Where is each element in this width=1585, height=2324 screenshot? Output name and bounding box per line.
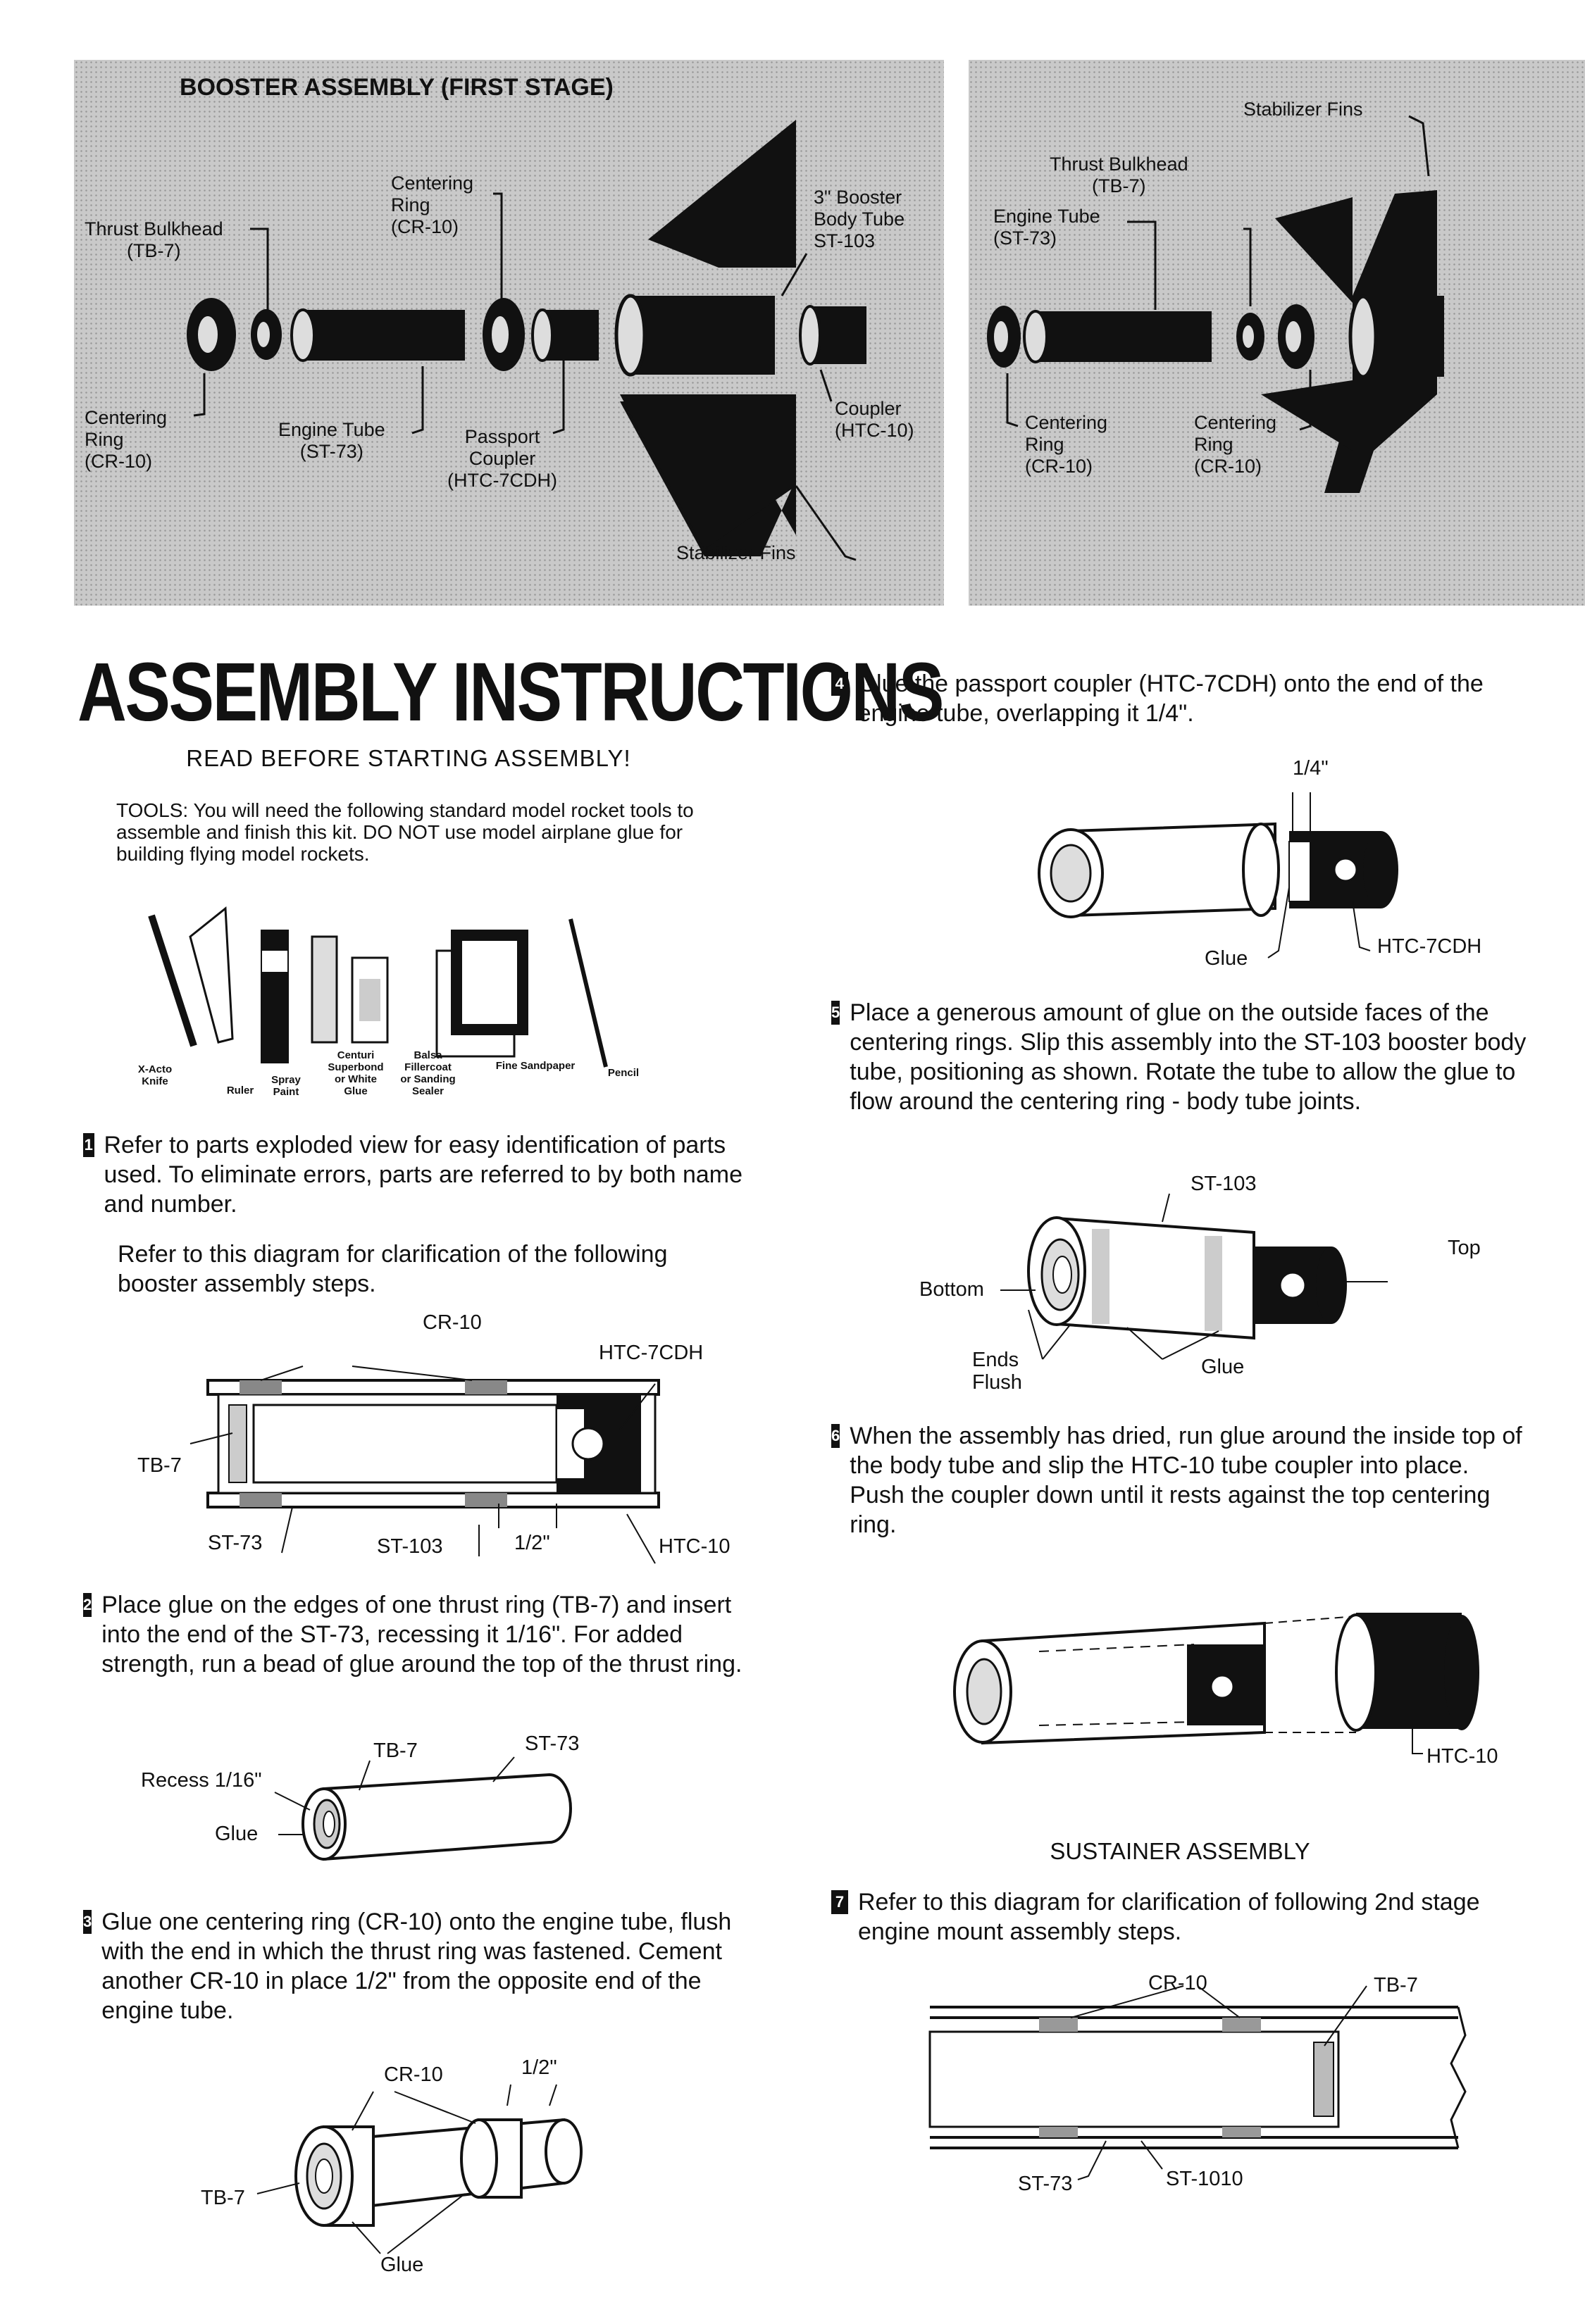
read-before-notice: READ BEFORE STARTING ASSEMBLY! [186,745,631,771]
d5-ends-flush: Ends Flush [972,1349,1022,1394]
label-coupler: Coupler (HTC-10) [835,398,914,441]
d5-st103: ST-103 [1191,1173,1257,1195]
body-tube-insert-diagram [1000,1193,1388,1360]
d2-tb7: TB-7 [373,1739,418,1762]
step-1-number: 1 [83,1133,94,1157]
label-booster-body-tube: 3" Booster Body Tube ST-103 [814,187,905,251]
d4-htc7cdh: HTC-7CDH [1377,935,1482,958]
d3-tb7: TB-7 [201,2187,245,2209]
step-3-number: 3 [83,1910,92,1934]
d1-st73: ST-73 [208,1532,263,1554]
label-centering-ring-bottom: Centering Ring (CR-10) [85,407,168,472]
step-3: 3 Glue one centering ring (CR-10) onto t… [83,1907,745,2025]
label-engine-tube: Engine Tube (ST-73) [278,419,385,462]
d3-cr10: CR-10 [384,2063,443,2086]
booster-exploded-parts [187,115,1444,561]
step-3-text: Glue one centering ring (CR-10) onto the… [101,1908,732,2024]
step-6: 6 When the assembly has dried, run glue … [831,1421,1529,1539]
label-passport-coupler: Passport Coupler (HTC-7CDH) [447,426,557,491]
d4-glue: Glue [1205,947,1248,970]
d5-glue: Glue [1201,1356,1245,1378]
step-7: 7 Refer to this diagram for clarificatio… [831,1887,1529,1947]
sustainer-label-centering-ring-right: Centering Ring (CR-10) [1194,412,1277,477]
booster-panel-title: BOOSTER ASSEMBLY (FIRST STAGE) [180,74,614,101]
d1-htc7cdh: HTC-7CDH [599,1342,704,1364]
step-1: 1 Refer to parts exploded view for easy … [83,1130,745,1219]
d7-tb7: TB-7 [1374,1974,1418,1997]
label-stabilizer-fins: Stabilizer Fins [676,542,796,563]
step-4-number: 4 [831,672,848,696]
d7-st73: ST-73 [1018,2173,1073,2195]
sustainer-label-engine-tube: Engine Tube (ST-73) [993,206,1100,249]
step-1-text: Refer to parts exploded view for easy id… [104,1132,743,1218]
d1-cr10: CR-10 [423,1311,482,1334]
step-7-text: Refer to this diagram for clarification … [857,1889,1480,1945]
tool-xacto-label: X-Acto Knife [137,1063,173,1087]
d5-top: Top [1448,1237,1481,1259]
sustainer-label-thrust-bulkhead: Thrust Bulkhead (TB-7) [1050,154,1188,196]
sustainer-label-stabilizer-fins: Stabilizer Fins [1243,99,1363,120]
passport-coupler-diagram [1038,792,1398,958]
booster-cross-section-diagram [189,1366,660,1564]
d7-st1010: ST-1010 [1166,2168,1243,2190]
d6-htc10: HTC-10 [1426,1745,1498,1768]
coupler-insert-diagram [953,1613,1479,1754]
step-4: 4 Glue the passport coupler (HTC-7CDH) o… [831,669,1529,728]
tool-filler-label: Balsa Fillercoat or Sanding Sealer [400,1049,456,1097]
d2-st73: ST-73 [525,1732,580,1755]
step-5-number: 5 [831,1001,840,1025]
tool-sandpaper-label: Fine Sandpaper [495,1060,576,1072]
step-7-number: 7 [831,1890,848,1914]
step-6-text: When the assembly has dried, run glue ar… [850,1423,1522,1538]
tool-spray-label: Spray Paint [271,1074,301,1098]
d1-half-inch: 1/2" [514,1532,550,1554]
tool-pencil-label: Pencil [607,1067,640,1079]
tool-glue-label: Centuri Superbond or White Glue [328,1049,384,1097]
d2-glue: Glue [215,1823,259,1845]
step-2-number: 2 [83,1593,92,1617]
sustainer-heading: SUSTAINER ASSEMBLY [1050,1838,1310,1864]
step-5: 5 Place a generous amount of glue on the… [831,998,1529,1116]
label-centering-ring-top: Centering Ring (CR-10) [391,173,474,237]
d4-quarter-inch: 1/4" [1293,757,1329,780]
page-heading: ASSEMBLY INSTRUCTIONS [77,646,944,739]
d5-bottom: Bottom [919,1278,984,1301]
tools-illustration [148,906,608,1068]
d1-tb7: TB-7 [137,1454,182,1477]
d2-recess: Recess 1/16" [141,1769,262,1792]
centering-rings-diagram [256,2084,583,2254]
step-2: 2 Place glue on the edges of one thrust … [83,1590,745,1679]
d1-st103: ST-103 [377,1535,443,1558]
step-6-number: 6 [831,1424,840,1448]
step-4-text: Glue the passport coupler (HTC-7CDH) ont… [857,670,1484,727]
label-thrust-bulkhead: Thrust Bulkhead (TB-7) [85,218,223,261]
d3-half-inch: 1/2" [521,2056,557,2079]
step-2-text: Place glue on the edges of one thrust ri… [101,1592,742,1678]
d3-glue: Glue [380,2254,424,2276]
d1-htc10: HTC-10 [659,1535,731,1558]
tool-ruler-label: Ruler [226,1085,254,1097]
step-5-text: Place a generous amount of glue on the o… [850,999,1527,1115]
tools-paragraph: TOOLS: You will need the following stand… [116,799,694,865]
step-1-extra-text: Refer to this diagram for clarification … [118,1241,668,1297]
sustainer-cross-section-diagram [928,1985,1467,2180]
thrust-ring-diagram [274,1756,572,1861]
d7-cr10: CR-10 [1148,1972,1207,1994]
sustainer-label-centering-ring-left: Centering Ring (CR-10) [1025,412,1108,477]
